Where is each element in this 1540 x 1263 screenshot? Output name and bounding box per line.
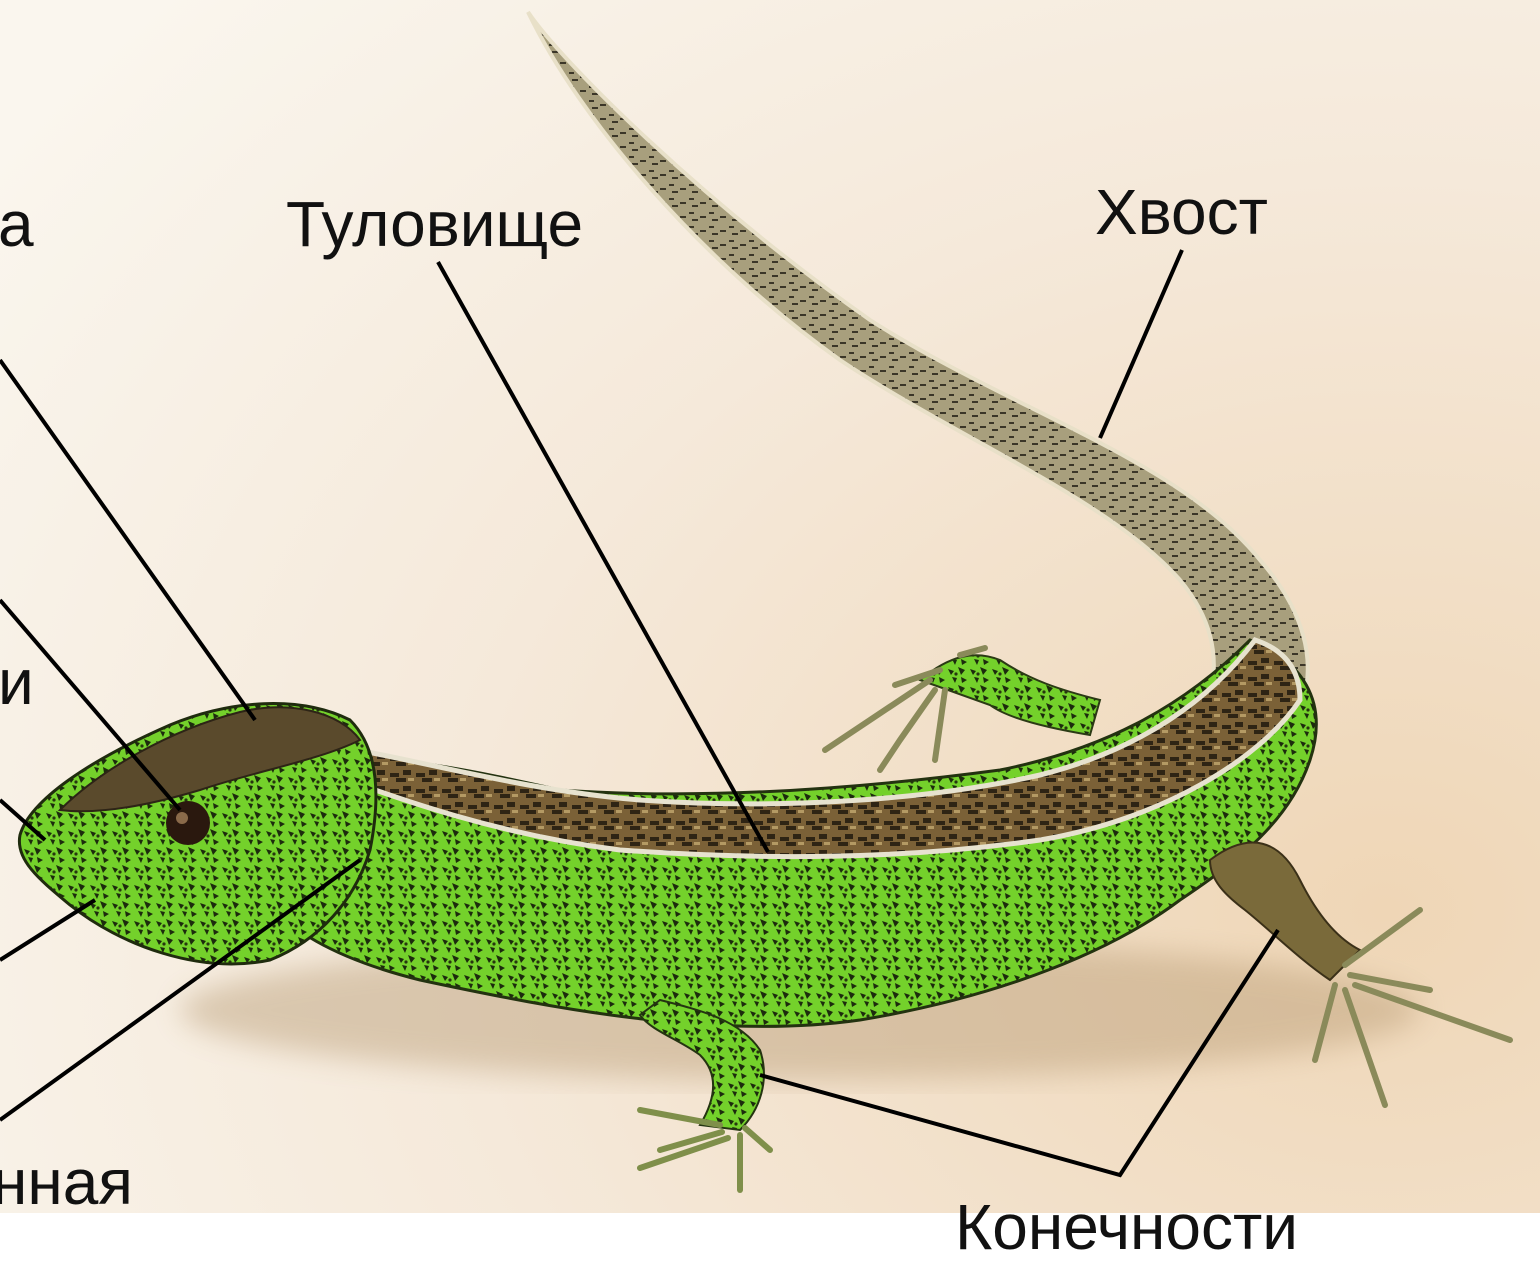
label-left-edge-1: а xyxy=(0,192,34,256)
lizard-diagram: Туловище Хвост а и нная Конечности xyxy=(0,0,1540,1213)
label-torso: Туловище xyxy=(286,192,583,256)
label-limbs-partial: Конечности xyxy=(955,1195,1298,1259)
eye-highlight xyxy=(176,812,188,824)
label-tail: Хвост xyxy=(1095,180,1268,244)
eye xyxy=(166,801,210,845)
diagram-canvas xyxy=(0,0,1540,1213)
label-left-edge-2: и xyxy=(0,650,34,714)
label-neck-partial: нная xyxy=(0,1150,133,1214)
